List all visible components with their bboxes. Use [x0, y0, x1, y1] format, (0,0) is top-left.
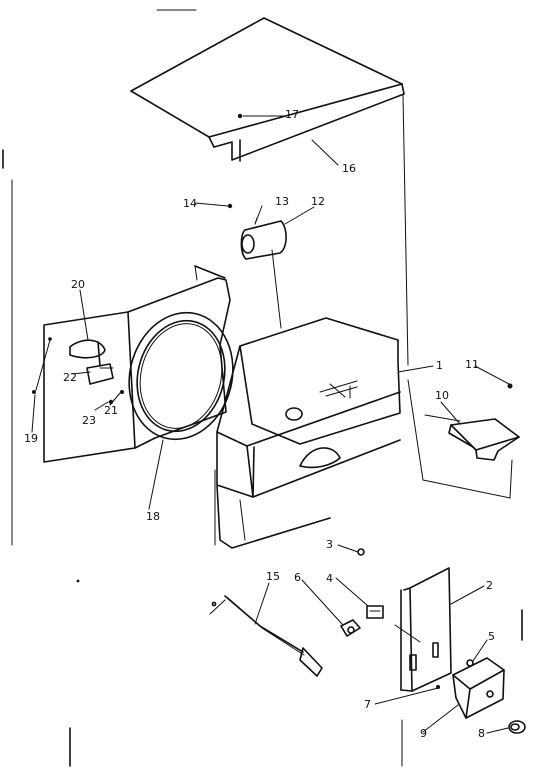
callout-19: 19 — [24, 432, 38, 445]
callout-9: 9 — [420, 727, 427, 740]
callout-10: 10 — [435, 389, 449, 402]
control-panel — [400, 567, 452, 692]
callout-17: 17 — [285, 108, 299, 121]
callout-16: 16 — [342, 162, 356, 175]
control-box — [452, 657, 505, 719]
callout-12: 12 — [311, 195, 325, 208]
callout-6: 6 — [294, 571, 301, 584]
callout-8: 8 — [478, 727, 485, 740]
callout-15: 15 — [266, 570, 280, 583]
callout-4: 4 — [326, 572, 333, 585]
control-knob — [508, 720, 526, 734]
power-cord — [209, 595, 323, 677]
callout-3: 3 — [326, 538, 333, 551]
relay-component — [340, 619, 361, 637]
callout-20: 20 — [71, 278, 85, 291]
cabinet-outline — [214, 94, 513, 546]
callout-21: 21 — [104, 404, 118, 417]
callout-13: 13 — [275, 195, 289, 208]
callout-23: 23 — [82, 414, 96, 427]
base-pan — [216, 317, 401, 549]
screws — [227, 113, 513, 689]
leader-lines — [31, 115, 510, 734]
callout-2: 2 — [486, 579, 493, 592]
callout-1: 1 — [436, 359, 443, 372]
front-grille-panel — [43, 265, 231, 463]
callout-7: 7 — [364, 698, 371, 711]
callout-labels: 1 2 3 4 5 6 7 8 9 10 11 12 13 14 15 16 1… — [24, 108, 495, 740]
ring-gasket — [128, 311, 234, 441]
callout-11: 11 — [465, 358, 479, 371]
callout-22: 22 — [63, 371, 77, 384]
switch-component — [366, 605, 384, 619]
top-cover-panel — [130, 17, 405, 162]
scan-artifacts — [2, 9, 523, 767]
mounting-bracket — [448, 418, 520, 461]
motor-part — [240, 217, 287, 260]
callout-18: 18 — [146, 510, 160, 523]
callout-14: 14 — [183, 197, 197, 210]
grille-small-parts — [32, 337, 124, 405]
callout-5: 5 — [488, 630, 495, 643]
